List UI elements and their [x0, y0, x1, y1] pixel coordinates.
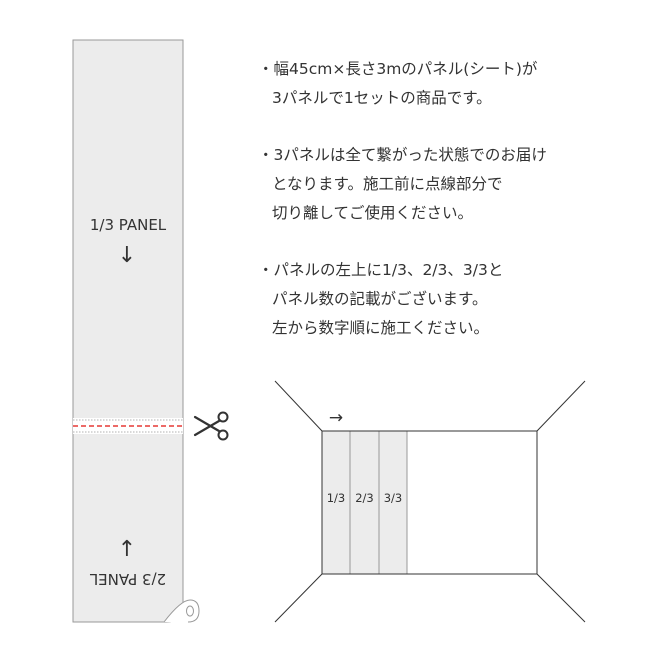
roll-curl: [163, 599, 200, 623]
room-diagram: 1/3 2/3 3/3 →: [274, 380, 586, 623]
wall-panel-label-1: 1/3: [327, 491, 346, 505]
instruction-item: ・パネルの左上に1/3、2/3、3/3と パネル数の記載がございます。 左から数…: [258, 256, 658, 343]
arrow-right-icon: →: [329, 408, 343, 428]
roll-top-label: 1/3 PANEL: [90, 216, 167, 234]
room-edge-tr: [536, 380, 586, 432]
room-edge-br: [536, 573, 586, 623]
instruction-line: ・パネルの左上に1/3、2/3、3/3と: [258, 261, 504, 279]
instruction-line: ・3パネルは全て繋がった状態でのお届け: [258, 146, 547, 164]
instruction-line: となります。施工前に点線部分で: [272, 175, 503, 193]
cut-band: [73, 418, 183, 434]
roll-end: [186, 605, 194, 617]
roll-strip: [72, 39, 184, 623]
instruction-line: 左から数字順に施工ください。: [272, 319, 490, 337]
instruction-item: ・3パネルは全て繋がった状態でのお届け となります。施工前に点線部分で 切り離し…: [258, 141, 658, 228]
instruction-line: 3パネルで1セットの商品です。: [272, 89, 492, 107]
instruction-line: 切り離してご使用ください。: [272, 204, 474, 222]
arrow-up-icon: ↑: [118, 537, 136, 562]
panel-roll: 1/3 PANEL ↓ ↑ 2/3 PANEL: [72, 39, 200, 623]
instruction-item: ・幅45cm×長さ3mのパネル(シート)が 3パネルで1セットの商品です。: [258, 55, 658, 113]
instruction-line: パネル数の記載がございます。: [272, 290, 488, 308]
scissors-icon: [193, 411, 229, 441]
back-wall-outline: [321, 430, 538, 575]
instruction-line: ・幅45cm×長さ3mのパネル(シート)が: [258, 60, 538, 78]
instruction-list: ・幅45cm×長さ3mのパネル(シート)が 3パネルで1セットの商品です。 ・3…: [258, 55, 658, 371]
roll-bottom-label: 2/3 PANEL: [89, 570, 166, 588]
arrow-down-icon: ↓: [118, 243, 136, 268]
room-edge-tl: [274, 380, 323, 432]
wall-panel-label-2: 2/3: [355, 491, 374, 505]
wall-panel-label-3: 3/3: [384, 491, 403, 505]
room-edge-bl: [274, 573, 323, 623]
